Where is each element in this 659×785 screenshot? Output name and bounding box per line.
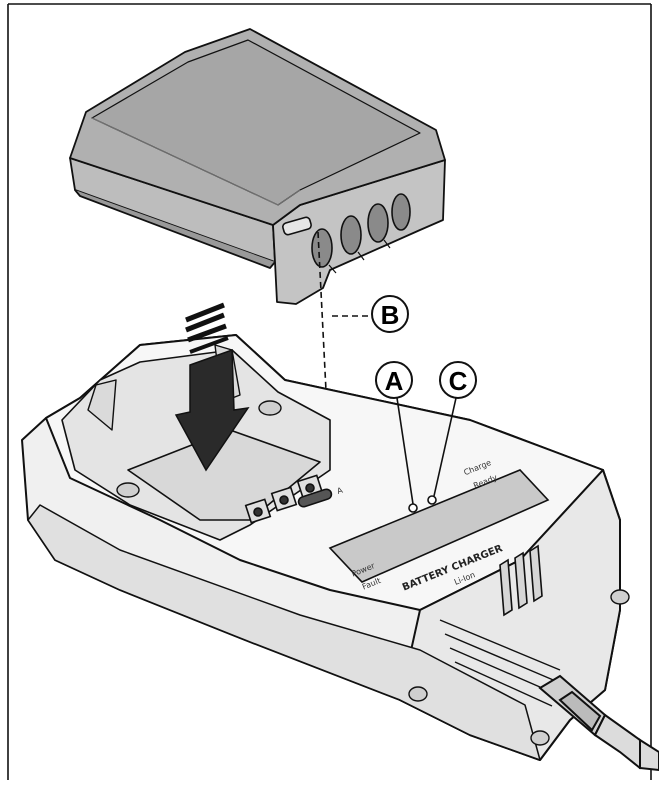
charge-led xyxy=(427,495,437,505)
figure-frame xyxy=(7,3,652,780)
charger-grille xyxy=(439,619,561,707)
charger-vents xyxy=(499,544,543,617)
slot-marker-label: A xyxy=(336,485,344,495)
charger-control-panel xyxy=(328,469,550,583)
callout-c: C xyxy=(439,361,477,399)
callout-b-label: B xyxy=(381,300,400,330)
insert-direction-arrow xyxy=(174,302,250,472)
callout-c-label: C xyxy=(449,366,468,396)
power-led xyxy=(408,503,418,513)
callout-b: B xyxy=(371,295,409,333)
callout-leaders xyxy=(396,397,457,505)
charger-contacts xyxy=(244,474,333,524)
alignment-guide-line xyxy=(317,231,372,471)
callout-a-label: A xyxy=(385,366,404,396)
battery-contacts xyxy=(282,193,411,274)
battery-pack xyxy=(69,28,446,305)
callout-a: A xyxy=(375,361,413,399)
power-cable xyxy=(538,674,659,772)
